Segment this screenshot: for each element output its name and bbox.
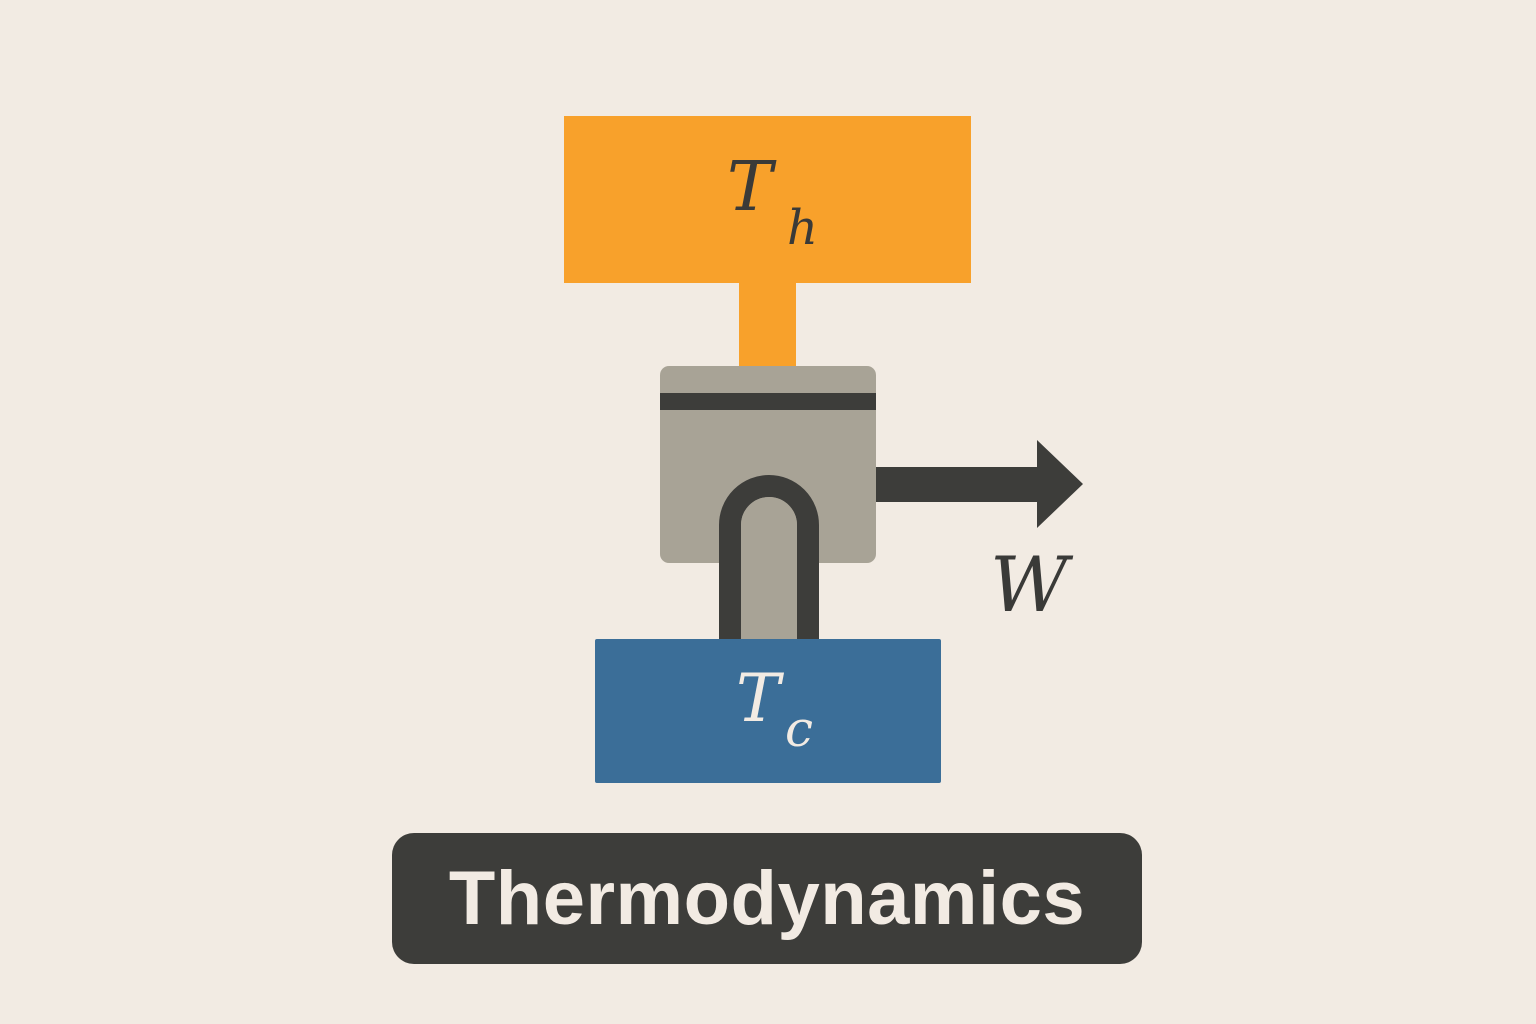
cold-temperature-symbol: T: [736, 660, 781, 737]
hot-reservoir: [564, 116, 971, 283]
cold-temperature-subscript: c: [785, 700, 814, 758]
title-badge: Thermodynamics: [392, 833, 1142, 964]
title-text: Thermodynamics: [448, 856, 1086, 941]
hot-temperature-symbol: T: [727, 148, 773, 227]
work-label: W: [990, 540, 1069, 629]
engine-piston-band: [660, 393, 876, 410]
hot-heat-conduit: [739, 282, 796, 368]
work-arrow-icon: [876, 440, 1083, 528]
hot-temperature-subscript: h: [787, 200, 818, 256]
cold-reservoir: [595, 639, 941, 783]
exhaust-pipe-icon: [719, 475, 819, 640]
